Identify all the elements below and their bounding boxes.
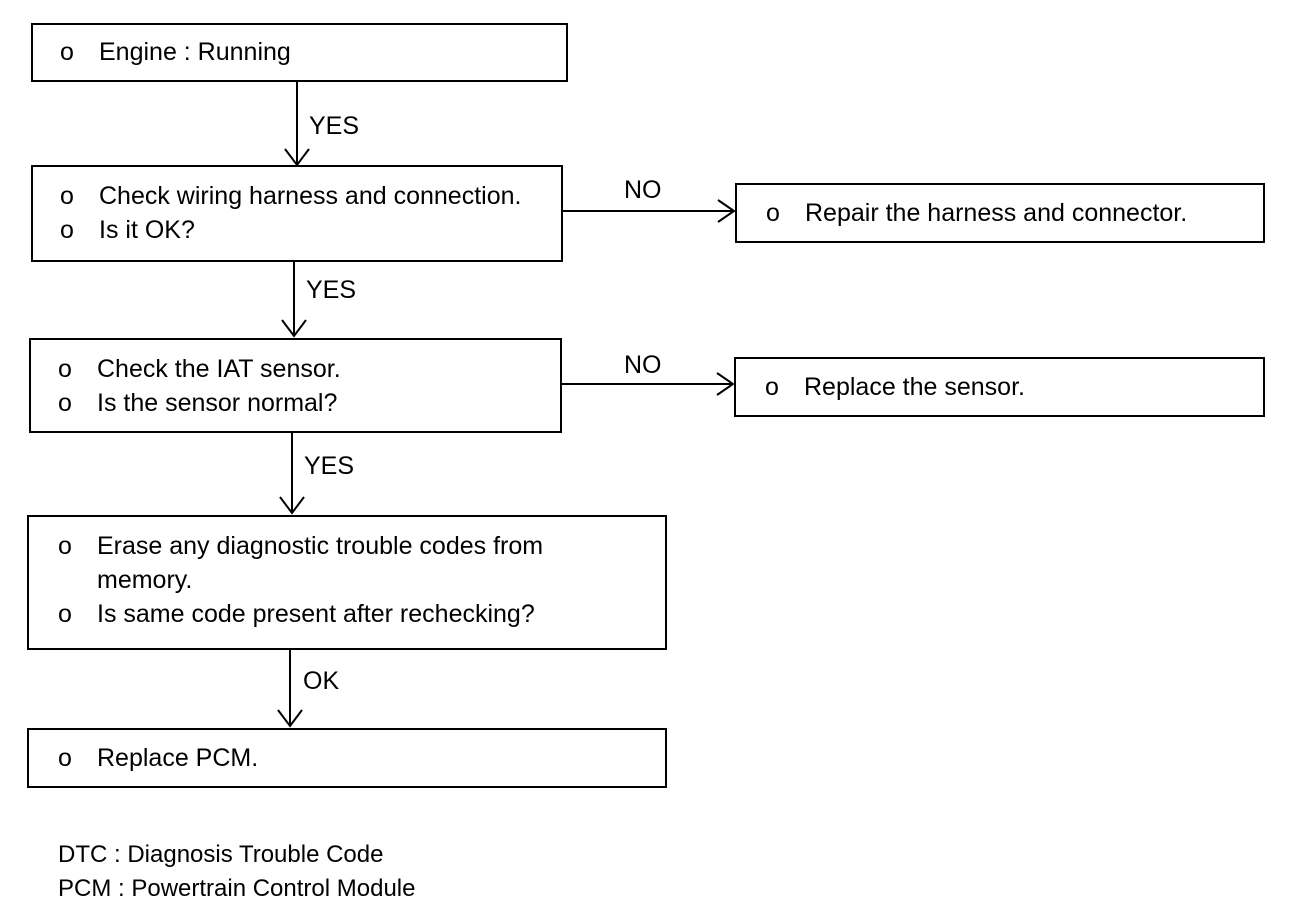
action-repair-harness-box: o Repair the harness and connector. — [735, 183, 1265, 243]
step-text: Erase any diagnostic trouble codes from — [97, 532, 544, 560]
step-text: Is the sensor normal? — [97, 389, 338, 417]
step-text: memory. — [97, 566, 193, 594]
step-wiring-box: o Check wiring harness and connection. o… — [31, 165, 563, 262]
step-text: Check wiring harness and connection. — [99, 182, 522, 210]
step-engine-box: o Engine : Running — [31, 23, 568, 82]
step-iat-box: o Check the IAT sensor. o Is the sensor … — [29, 338, 562, 433]
action-replace-sensor-box: o Replace the sensor. — [734, 357, 1265, 417]
step-pcm-box: o Replace PCM. — [27, 728, 667, 788]
edge-label-yes-3: YES — [304, 452, 355, 480]
edge-label-yes-1: YES — [309, 112, 360, 140]
bullet: o — [58, 355, 72, 383]
step-text: Engine : Running — [99, 38, 291, 66]
bullet: o — [58, 389, 72, 417]
arrowhead-iat-replace — [716, 372, 735, 396]
step-text: Is same code present after rechecking? — [97, 600, 535, 628]
legend-dtc: DTC : Diagnosis Trouble Code — [58, 841, 384, 868]
step-text: Replace PCM. — [97, 744, 259, 772]
edge-label-no-2: NO — [624, 351, 662, 379]
arrowhead-iat-erase — [279, 496, 305, 515]
bullet: o — [765, 373, 779, 401]
step-text: Is it OK? — [99, 216, 195, 244]
step-erase-box: o Erase any diagnostic trouble codes fro… — [27, 515, 667, 650]
action-text: Repair the harness and connector. — [805, 199, 1188, 227]
bullet: o — [766, 199, 780, 227]
bullet: o — [60, 38, 74, 66]
action-text: Replace the sensor. — [804, 373, 1025, 401]
bullet: o — [58, 532, 72, 560]
edge-label-no-1: NO — [624, 176, 662, 204]
step-text: Check the IAT sensor. — [97, 355, 341, 383]
bullet: o — [60, 182, 74, 210]
bullet: o — [58, 600, 72, 628]
edge-label-yes-2: YES — [306, 276, 357, 304]
arrowhead-erase-pcm — [277, 709, 303, 728]
arrowhead-wiring-repair — [717, 199, 736, 223]
edge-label-ok: OK — [303, 667, 340, 695]
arrowhead-wiring-iat — [281, 319, 307, 338]
legend-pcm: PCM : Powertrain Control Module — [58, 875, 416, 902]
bullet: o — [58, 744, 72, 772]
bullet: o — [60, 216, 74, 244]
